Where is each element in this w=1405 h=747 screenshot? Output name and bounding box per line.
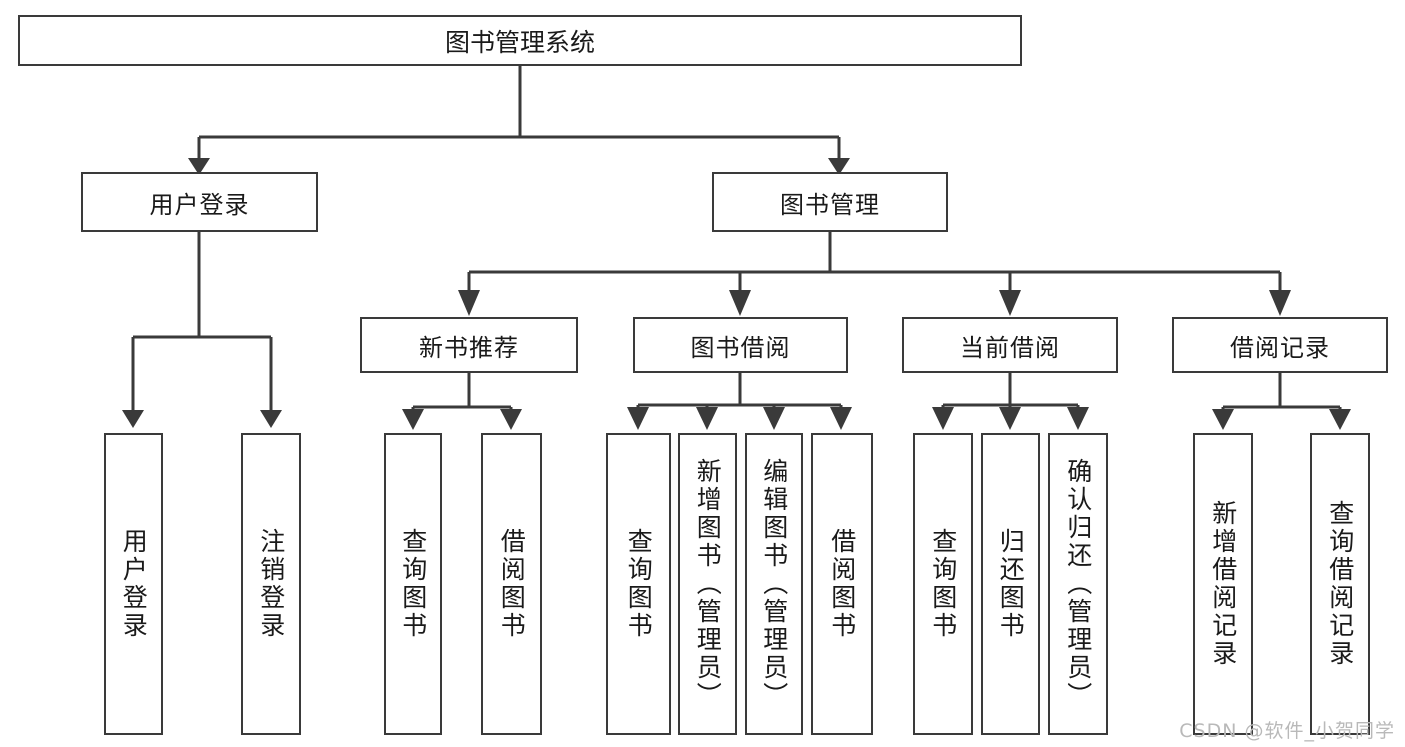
node-borrow-record[interactable]: 借阅记录	[1172, 317, 1388, 373]
node-label: 借阅图书	[497, 528, 527, 640]
node-leaf-add-book[interactable]: 新增图书（管理员）	[678, 433, 737, 735]
node-leaf-add-record[interactable]: 新增借阅记录	[1193, 433, 1253, 735]
node-leaf-query-record[interactable]: 查询借阅记录	[1310, 433, 1370, 735]
node-current-borrow[interactable]: 当前借阅	[902, 317, 1118, 373]
node-leaf-borrow-book-2[interactable]: 借阅图书	[811, 433, 873, 735]
node-label: 当前借阅	[960, 333, 1060, 362]
node-label: 查询借阅记录	[1325, 500, 1355, 668]
node-leaf-query-book-1[interactable]: 查询图书	[384, 433, 442, 735]
node-label: 借阅记录	[1230, 333, 1330, 362]
node-label: 图书借阅	[690, 333, 791, 362]
watermark-text: CSDN @软件_小贺同学	[1179, 720, 1395, 742]
node-label: 图书管理系统	[444, 27, 595, 57]
node-label: 查询图书	[624, 528, 654, 640]
node-leaf-query-book-2[interactable]: 查询图书	[606, 433, 671, 735]
node-label: 查询图书	[928, 528, 958, 640]
node-label: 图书管理	[780, 190, 880, 219]
node-label: 归还图书	[996, 528, 1026, 640]
node-leaf-borrow-book-1[interactable]: 借阅图书	[481, 433, 542, 735]
node-label: 用户登录	[119, 528, 149, 640]
node-leaf-confirm-return[interactable]: 确认归还（管理员）	[1048, 433, 1108, 735]
node-label: 确认归还（管理员）	[1063, 458, 1093, 710]
node-label: 注销登录	[256, 528, 286, 640]
node-label: 查询图书	[398, 528, 428, 640]
node-root-system[interactable]: 图书管理系统	[18, 15, 1022, 66]
node-leaf-user-logout[interactable]: 注销登录	[241, 433, 301, 735]
node-leaf-edit-book[interactable]: 编辑图书（管理员）	[745, 433, 803, 735]
node-new-book-recommend[interactable]: 新书推荐	[360, 317, 578, 373]
node-label: 编辑图书（管理员）	[759, 458, 789, 710]
node-label: 新增图书（管理员）	[693, 458, 723, 710]
node-leaf-user-login[interactable]: 用户登录	[104, 433, 163, 735]
node-label: 新书推荐	[419, 333, 519, 362]
node-label: 新增借阅记录	[1208, 500, 1238, 668]
node-book-borrow[interactable]: 图书借阅	[633, 317, 848, 373]
node-label: 借阅图书	[827, 528, 857, 640]
node-label: 用户登录	[149, 190, 250, 219]
node-leaf-query-book-3[interactable]: 查询图书	[913, 433, 973, 735]
node-leaf-return-book[interactable]: 归还图书	[981, 433, 1040, 735]
node-user-login[interactable]: 用户登录	[81, 172, 318, 232]
node-book-management[interactable]: 图书管理	[712, 172, 948, 232]
